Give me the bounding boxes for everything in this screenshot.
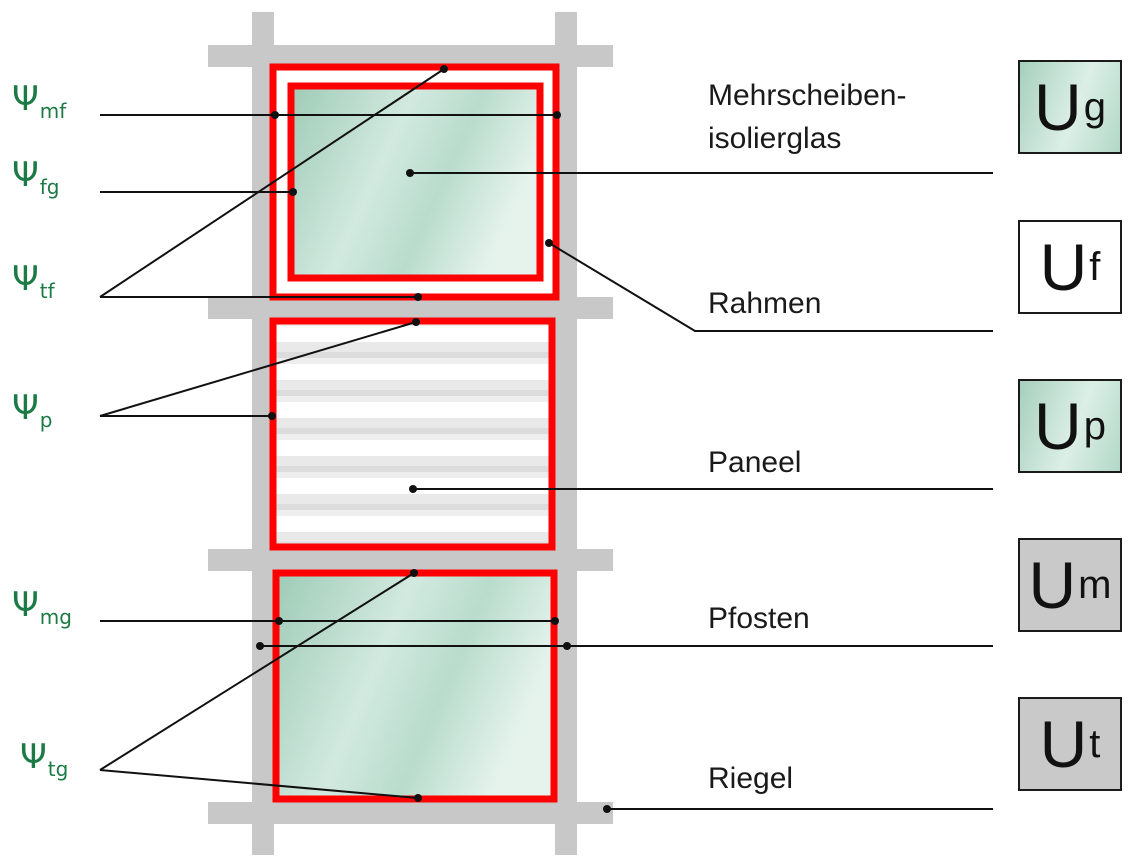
- glazing-bottom: [272, 569, 558, 803]
- psi-tg-label: Ψtg: [20, 737, 69, 781]
- glass-label: Mehrscheiben- isolierglas: [708, 74, 906, 160]
- transom-mid-1: [208, 297, 613, 319]
- transom-top: [208, 45, 613, 67]
- mullion-right: [555, 12, 577, 855]
- psi-p-label: Ψp: [12, 388, 53, 432]
- window-frame-top: [269, 63, 560, 301]
- transom-bottom: [208, 802, 613, 824]
- transom-label: Riegel: [708, 762, 794, 795]
- frame-label: Rahmen: [708, 287, 822, 320]
- leader-dots: [256, 65, 611, 813]
- mullion-label: Pfosten: [708, 602, 810, 635]
- glass-label-line1: Mehrscheiben-: [708, 79, 907, 112]
- panel-label: Paneel: [708, 446, 802, 479]
- psi-fg-label: Ψfg: [12, 155, 60, 199]
- psi-mf-label: Ψmf: [12, 79, 67, 123]
- glass-label-line2: isolierglas: [708, 122, 842, 155]
- leader-lines: [99, 68, 993, 810]
- panel: [269, 317, 556, 551]
- transom-mid-2: [208, 549, 613, 571]
- psi-mg-label: Ψmg: [12, 585, 72, 629]
- psi-tf-label: Ψtf: [12, 259, 55, 303]
